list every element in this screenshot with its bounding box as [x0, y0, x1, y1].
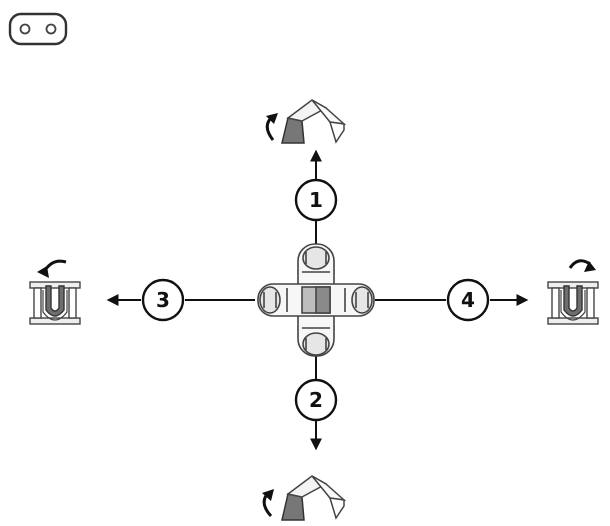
label-2-badge: 2 — [294, 378, 338, 422]
label-2: 2 — [309, 388, 323, 412]
label-3: 3 — [156, 288, 170, 312]
cross-joint-icon — [257, 243, 375, 357]
rotate-left-u-bracket-icon — [29, 259, 81, 325]
two-dot-plate-icon — [8, 12, 68, 46]
rotate-left-sensor-arm-icon — [265, 99, 347, 144]
label-1-badge: 1 — [294, 178, 338, 222]
rotate-left-sensor-arm-icon — [262, 475, 347, 521]
label-1: 1 — [309, 188, 323, 212]
label-4: 4 — [461, 288, 475, 312]
label-3-badge: 3 — [141, 278, 185, 322]
direction-arrows — [106, 149, 529, 451]
rotate-right-u-bracket-icon — [547, 259, 599, 325]
label-4-badge: 4 — [446, 278, 490, 322]
